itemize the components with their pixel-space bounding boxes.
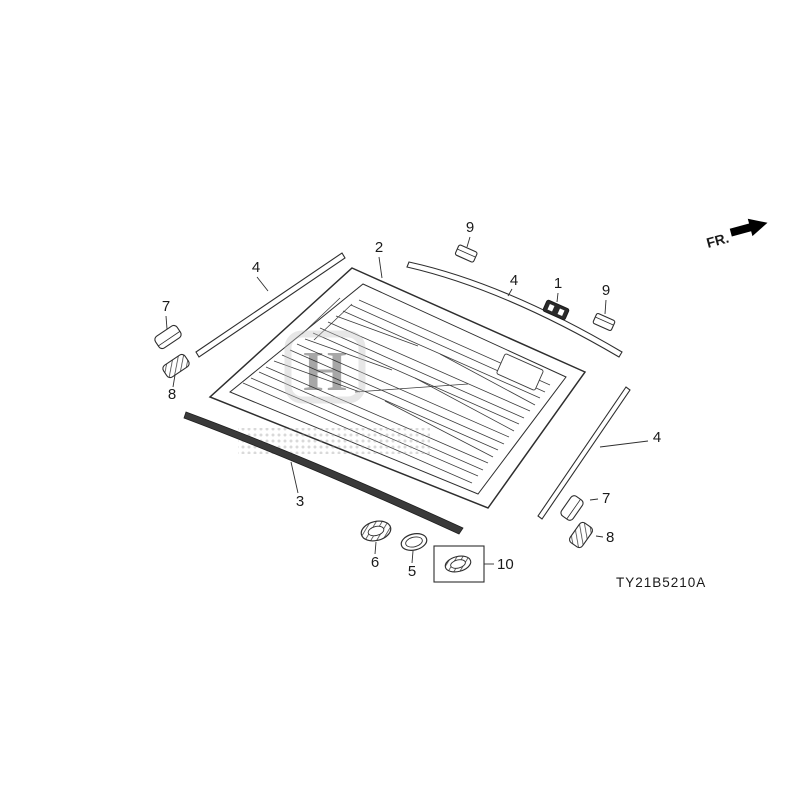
seal-8-right [568,521,594,549]
molding-upper-left [195,252,346,358]
callout-8-right: 8 [606,529,614,546]
part-10-box [433,545,485,583]
clip-9-top [454,244,478,263]
callout-5: 5 [408,563,416,580]
grommet-5 [400,533,428,551]
grommet-10 [444,555,472,573]
callout-1: 1 [554,275,562,292]
callout-4-right: 4 [653,429,661,446]
molding-right [537,386,631,520]
callout-4-upper-left: 4 [252,259,260,276]
svg-text:H: H [303,341,347,403]
callout-9-right: 9 [602,282,610,299]
part-callouts: 2 4 7 8 9 1 9 4 4 3 6 5 10 7 8 [162,219,661,580]
callout-9-top: 9 [466,219,474,236]
seal-8-left [162,353,190,379]
callout-2: 2 [375,239,383,256]
grommet-6 [360,520,392,542]
watermark-logo: H [238,330,430,454]
clip-7-left [154,324,182,350]
clip-1 [542,299,570,321]
callout-7-left: 7 [162,298,170,315]
clip-9-right [592,312,616,332]
molding-lower [183,411,464,535]
callout-4-upper-right: 4 [510,272,518,289]
glass-frit-border [229,283,567,495]
glass-sensor-bracket [496,353,544,391]
fr-label: FR. [705,230,731,251]
rear-window-glass [208,267,587,509]
callout-6: 6 [371,554,379,571]
callout-3: 3 [296,493,304,510]
defroster-grid [242,297,551,484]
callout-8-left: 8 [168,386,176,403]
diagram-code: TY21B5210A [616,575,706,590]
leader-lines [165,236,649,565]
callout-10: 10 [497,556,514,573]
callout-7-right: 7 [602,490,610,507]
glass-outer-edge [208,267,587,509]
fr-arrow-icon [729,218,768,237]
front-direction-marker: FR. [705,218,768,251]
molding-upper-right [406,261,623,358]
clip-7-right [560,495,584,521]
